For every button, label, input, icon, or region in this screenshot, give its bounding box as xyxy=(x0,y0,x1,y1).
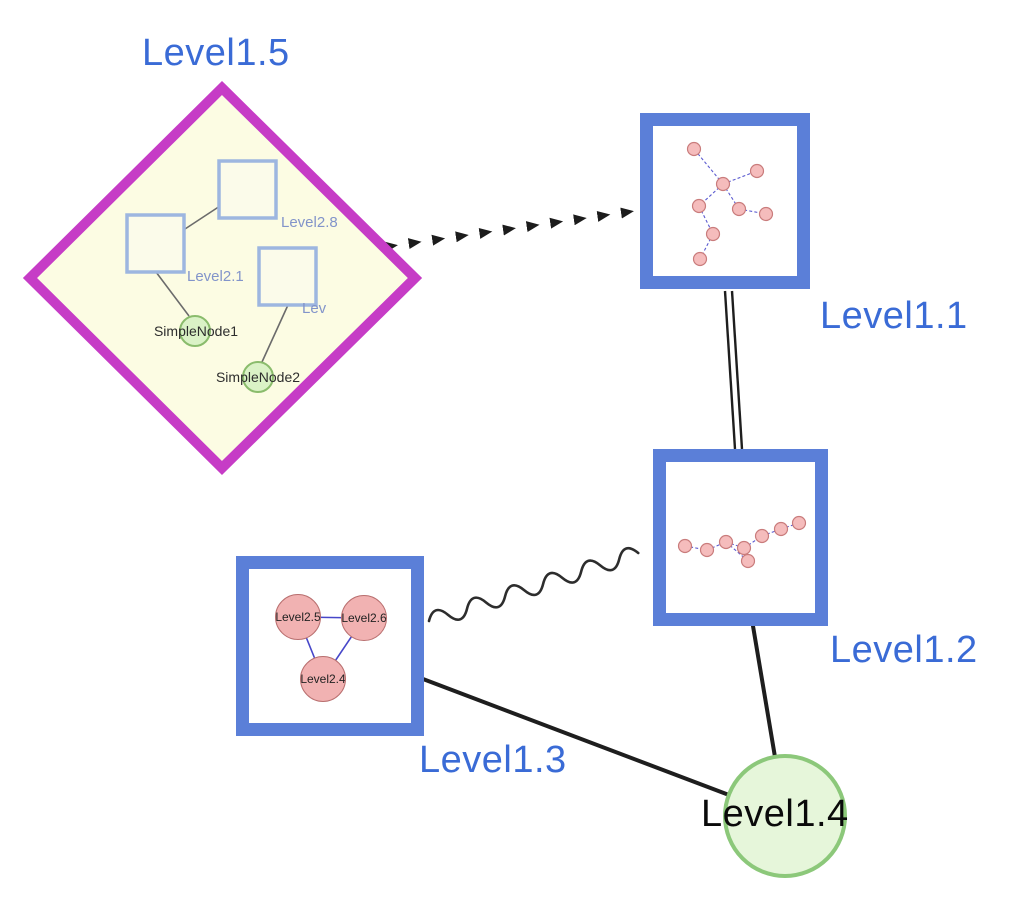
mini-node[interactable] xyxy=(705,226,721,242)
node-level1-1-box[interactable] xyxy=(640,113,810,289)
node-level2-5-circle[interactable]: Level2.5 xyxy=(275,594,321,640)
edge-level1-5-to-level1-1[interactable] xyxy=(384,207,634,253)
node-level1-2-box[interactable] xyxy=(653,449,828,626)
mini-node[interactable] xyxy=(754,528,770,544)
mini-edge[interactable] xyxy=(693,148,724,185)
mini-node[interactable] xyxy=(773,521,789,537)
node-level2-5-label: Level2.5 xyxy=(275,610,321,624)
node-level1-4-circle[interactable] xyxy=(723,754,847,878)
mini-node[interactable] xyxy=(749,163,765,179)
node-level2-4-circle[interactable]: Level2.4 xyxy=(300,656,346,702)
node-level1-5-diamond[interactable] xyxy=(22,80,423,476)
node-level2-8-label: Level2.8 xyxy=(281,214,338,231)
node-level2-6-circle[interactable]: Level2.6 xyxy=(341,595,387,641)
mini-node[interactable] xyxy=(699,542,715,558)
node-level2-8-square[interactable] xyxy=(217,159,278,220)
node-lev-label: Lev xyxy=(302,300,327,317)
node-level2-1-square[interactable] xyxy=(125,213,186,274)
mini-node[interactable] xyxy=(791,515,807,531)
level1-2-mini-graph xyxy=(677,515,807,569)
mini-node[interactable] xyxy=(677,538,693,554)
node-level1-3-label: Level1.3 xyxy=(419,739,567,781)
edge-level1-2-to-level1-4[interactable] xyxy=(751,624,777,759)
node-lev-square[interactable] xyxy=(257,246,318,307)
node-level2-6-label: Level2.6 xyxy=(341,611,387,625)
mini-node[interactable] xyxy=(736,540,752,556)
mini-node[interactable] xyxy=(686,141,702,157)
edge-level1-3-to-level1-4[interactable] xyxy=(421,677,731,797)
node-level1-4-label: Level1.4 xyxy=(701,793,849,835)
node-simplenode1-circle[interactable] xyxy=(179,315,211,347)
level1-5-inner-squares xyxy=(125,159,318,307)
edge-level1-1-to-level1-2[interactable] xyxy=(723,290,744,450)
node-simplenode2-label: SimpleNode2 xyxy=(215,369,301,385)
node-level1-2-label: Level1.2 xyxy=(830,629,978,671)
edge-level1-3-to-level1-2[interactable] xyxy=(427,545,641,628)
node-level2-4-label: Level2.4 xyxy=(300,672,346,686)
node-simplenode2-circle[interactable] xyxy=(242,361,274,393)
node-simplenode1-label: SimpleNode1 xyxy=(153,323,239,339)
inner-edge[interactable] xyxy=(261,304,289,363)
mini-node[interactable] xyxy=(731,201,747,217)
mini-node[interactable] xyxy=(740,553,756,569)
node-level1-1-label: Level1.1 xyxy=(820,295,968,337)
node-level2-1-label: Level2.1 xyxy=(187,268,244,285)
node-level1-3-box[interactable] xyxy=(236,556,424,736)
node-level1-5-label: Level1.5 xyxy=(142,32,290,74)
mini-node[interactable] xyxy=(718,534,734,550)
level1-5-inner-edges xyxy=(155,205,289,363)
mini-edge[interactable] xyxy=(684,545,708,551)
mini-node[interactable] xyxy=(691,198,707,214)
inner-edge[interactable] xyxy=(155,271,190,317)
mini-node[interactable] xyxy=(715,176,731,192)
level1-1-mini-graph xyxy=(686,141,774,267)
mini-node[interactable] xyxy=(758,206,774,222)
mini-node[interactable] xyxy=(692,251,708,267)
inner-edge[interactable] xyxy=(184,205,221,230)
